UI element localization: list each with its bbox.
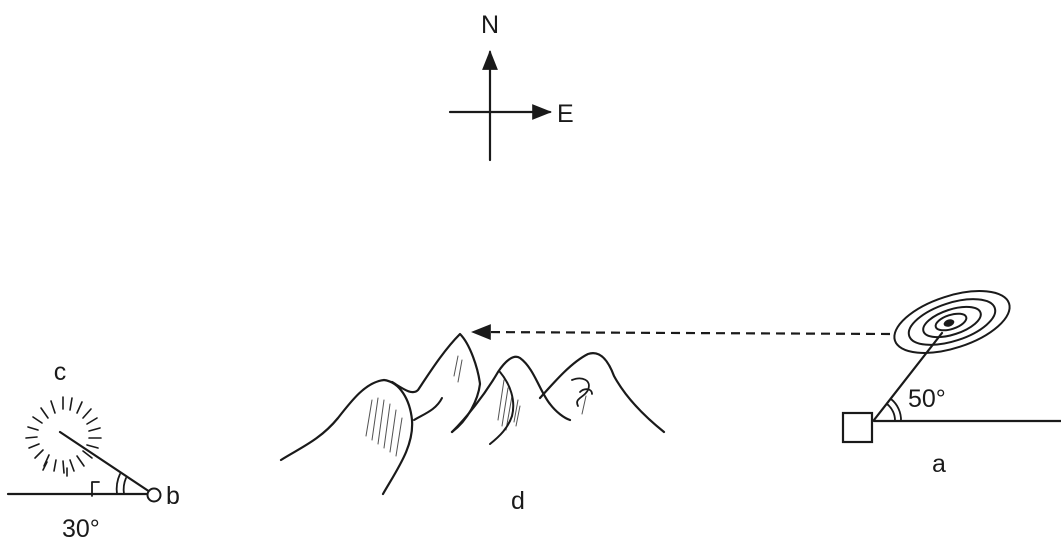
target xyxy=(893,290,1011,354)
b-angle-label: 30° xyxy=(62,515,100,543)
sun-label: c xyxy=(54,358,67,386)
a-label: a xyxy=(932,450,946,478)
sun: c xyxy=(25,358,102,477)
b-angle-arc-inner xyxy=(122,477,127,495)
point-a-group: 50° a xyxy=(841,331,1061,478)
b-point-marker xyxy=(146,487,162,503)
b-angle-arc-outer xyxy=(115,473,121,495)
target-center xyxy=(943,319,955,327)
east-label: E xyxy=(557,100,574,128)
north-label: N xyxy=(481,11,499,39)
mountain-inner-valley xyxy=(413,397,443,421)
target-ring-4 xyxy=(934,312,968,332)
mountain-center-outline xyxy=(390,332,482,434)
mountain-shading xyxy=(365,355,587,457)
point-b-group: b 30° xyxy=(6,430,180,543)
b-label: b xyxy=(166,482,180,510)
mountain-swirl xyxy=(579,388,593,395)
mountains: d xyxy=(279,332,666,515)
b-angle-pointer xyxy=(91,481,100,497)
target-ring-1 xyxy=(893,290,1011,354)
mountain-right-outline xyxy=(538,352,666,434)
a-sight-line xyxy=(872,331,944,422)
sun-rays xyxy=(25,396,102,477)
mountain-middle-right-outline xyxy=(450,355,572,434)
target-ring-3 xyxy=(922,305,982,339)
mountain-left-outline xyxy=(279,378,414,496)
mountain-ridge-center xyxy=(489,371,515,445)
target-ring-2 xyxy=(907,298,997,346)
b-sun-ray-line xyxy=(58,430,152,494)
mountains-label: d xyxy=(511,487,525,515)
sightline-dashed-arrow xyxy=(471,324,891,341)
a-point-box xyxy=(841,411,874,444)
a-angle-arc-outer xyxy=(890,398,902,422)
a-angle-label: 50° xyxy=(908,385,946,413)
a-angle-arc-inner xyxy=(886,403,896,422)
compass: N E xyxy=(448,11,574,162)
